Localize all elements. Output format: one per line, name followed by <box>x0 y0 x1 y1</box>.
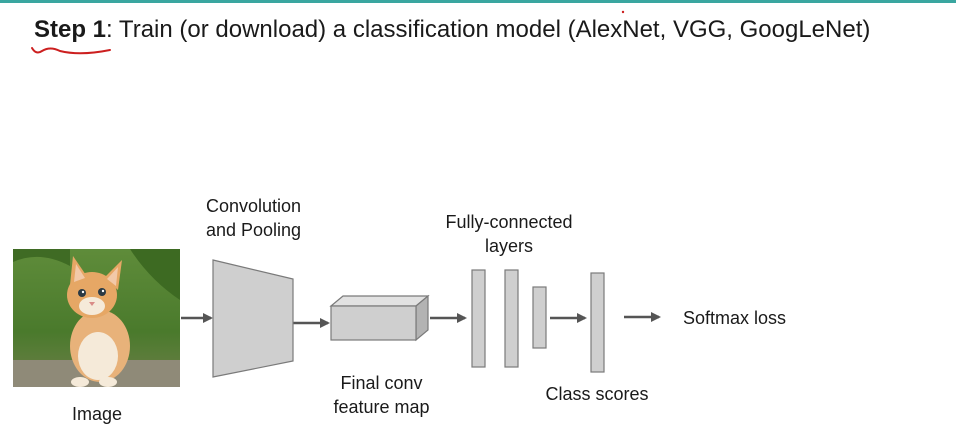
handwritten-underline <box>31 47 111 55</box>
class-scores-block <box>590 272 605 373</box>
kitten-image <box>13 249 180 387</box>
convolution-label: Convolution and Pooling <box>205 196 302 240</box>
top-accent-bar <box>0 0 956 3</box>
fully-connected-label: Fully-connected layers <box>445 212 573 256</box>
class-scores-label: Class scores <box>545 384 649 404</box>
slide-title: Step 1: Train (or download) a classifica… <box>34 16 870 44</box>
convolution-block <box>212 259 294 378</box>
title-text: : Train (or download) a classification m… <box>106 16 871 43</box>
fc-layer-1 <box>471 269 486 368</box>
feature-map-label: Final conv feature map <box>333 373 430 417</box>
feature-map-block <box>329 294 430 342</box>
step-label: Step 1 <box>34 16 107 43</box>
fc-layer-3 <box>532 286 547 349</box>
image-label: Image <box>71 404 123 424</box>
fc-layer-2 <box>504 269 519 368</box>
softmax-loss-label: Softmax loss <box>683 308 787 328</box>
